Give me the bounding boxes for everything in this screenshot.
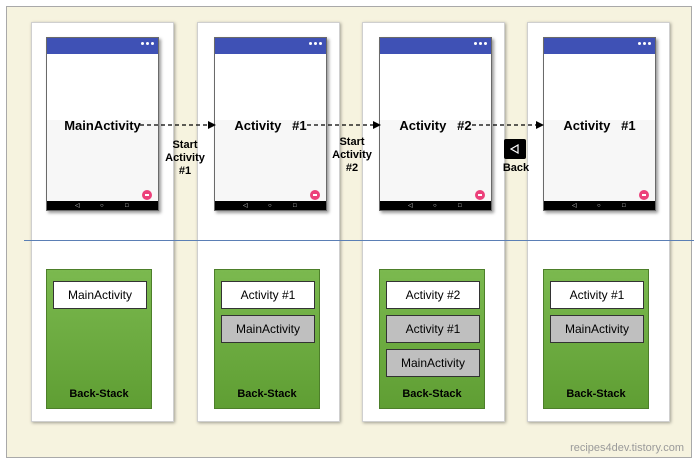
nav-recents-icon[interactable]: □	[458, 203, 462, 209]
nav-recents-icon[interactable]: □	[293, 203, 297, 209]
stack-entry-top: Activity #2	[386, 281, 480, 309]
back-stack-label: Back-Stack	[566, 388, 626, 400]
fab-mail-icon[interactable]	[475, 190, 485, 200]
transition-label-start-activity-2: Start Activity #2	[332, 136, 372, 174]
nav-bar: ◁ ○ □	[47, 201, 158, 210]
back-button[interactable]	[504, 139, 526, 159]
phone-screen-activity-2: Activity #2 ◁ ○ □	[379, 37, 492, 211]
back-stack-label: Back-Stack	[237, 388, 297, 400]
screen-title: Activity #1	[234, 118, 307, 133]
nav-back-icon[interactable]: ◁	[572, 203, 577, 209]
nav-home-icon[interactable]: ○	[100, 203, 104, 209]
back-stack-3: Activity #2 Activity #1 MainActivity Bac…	[379, 269, 485, 409]
transition-arrow-3	[472, 121, 544, 129]
stack-entry: MainActivity	[386, 349, 480, 377]
status-bar	[380, 38, 491, 54]
watermark: recipes4dev.tistory.com	[570, 442, 684, 454]
status-icons	[636, 42, 651, 48]
section-divider	[24, 240, 694, 241]
screen-title: Activity #1	[563, 118, 636, 133]
screen-title: Activity #2	[399, 118, 472, 133]
status-icons	[139, 42, 154, 48]
nav-bar: ◁ ○ □	[380, 201, 491, 210]
nav-recents-icon[interactable]: □	[622, 203, 626, 209]
nav-home-icon[interactable]: ○	[597, 203, 601, 209]
transition-arrow-2	[307, 121, 381, 129]
transition-label-start-activity-1: Start Activity #1	[165, 139, 205, 177]
stack-entry: MainActivity	[221, 315, 315, 343]
status-icons	[472, 42, 487, 48]
back-stack-label: Back-Stack	[402, 388, 462, 400]
transition-label-back: Back	[502, 162, 530, 174]
status-bar	[47, 38, 158, 54]
fab-mail-icon[interactable]	[142, 190, 152, 200]
phone-screen-main-activity: MainActivity ◁ ○ □	[46, 37, 159, 211]
stack-entry-top: Activity #1	[550, 281, 644, 309]
back-stack-label: Back-Stack	[69, 388, 129, 400]
nav-recents-icon[interactable]: □	[125, 203, 129, 209]
back-stack-2: Activity #1 MainActivity Back-Stack	[214, 269, 320, 409]
status-icons	[307, 42, 322, 48]
transition-arrow-1	[140, 121, 216, 129]
fab-mail-icon[interactable]	[310, 190, 320, 200]
fab-mail-icon[interactable]	[639, 190, 649, 200]
stack-entry-top: MainActivity	[53, 281, 147, 309]
nav-home-icon[interactable]: ○	[433, 203, 437, 209]
phone-screen-activity-1-resumed: Activity #1 ◁ ○ □	[543, 37, 656, 211]
stack-entry-top: Activity #1	[221, 281, 315, 309]
nav-home-icon[interactable]: ○	[268, 203, 272, 209]
back-stack-1: MainActivity Back-Stack	[46, 269, 152, 409]
back-triangle-icon	[510, 144, 519, 154]
back-stack-4: Activity #1 MainActivity Back-Stack	[543, 269, 649, 409]
status-bar	[215, 38, 326, 54]
stack-entry: MainActivity	[550, 315, 644, 343]
status-bar	[544, 38, 655, 54]
nav-back-icon[interactable]: ◁	[408, 203, 413, 209]
nav-back-icon[interactable]: ◁	[243, 203, 248, 209]
phone-screen-activity-1: Activity #1 ◁ ○ □	[214, 37, 327, 211]
nav-bar: ◁ ○ □	[215, 201, 326, 210]
nav-bar: ◁ ○ □	[544, 201, 655, 210]
nav-back-icon[interactable]: ◁	[75, 203, 80, 209]
stack-entry: Activity #1	[386, 315, 480, 343]
screen-title: MainActivity	[64, 118, 141, 133]
